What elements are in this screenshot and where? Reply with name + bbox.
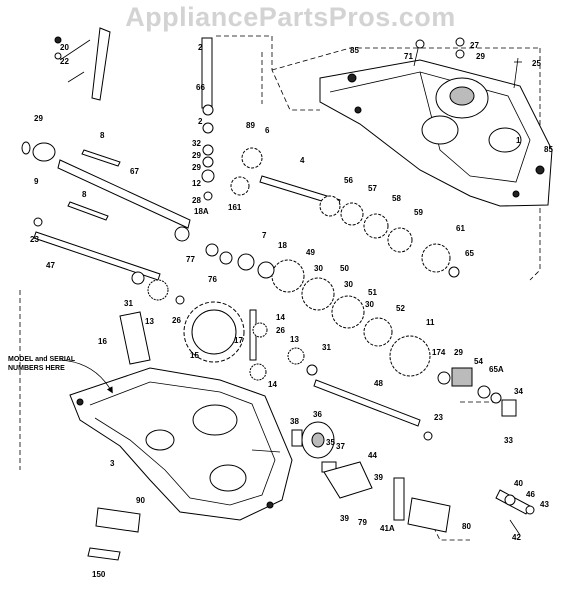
part-label-161: 161 — [228, 203, 242, 212]
part-label-37: 37 — [336, 442, 345, 451]
part-label-9: 9 — [34, 177, 39, 186]
part-label-33: 33 — [504, 436, 513, 445]
part-label-38: 38 — [290, 417, 299, 426]
model-serial-note-line2: NUMBERS HERE — [8, 365, 65, 372]
part-label-31b: 31 — [322, 343, 331, 352]
part-label-80: 80 — [462, 522, 471, 531]
part-label-26b: 26 — [276, 326, 285, 335]
part-label-36: 36 — [313, 410, 322, 419]
part-label-85b: 85 — [544, 145, 553, 154]
gears — [147, 147, 451, 381]
part-label-26a: 26 — [172, 316, 181, 325]
part-label-22: 22 — [60, 57, 69, 66]
part-label-31a: 31 — [124, 299, 133, 308]
part-label-56: 56 — [344, 176, 353, 185]
part-label-40: 40 — [514, 479, 523, 488]
part-label-76: 76 — [208, 275, 217, 284]
part-label-29a: 29 — [192, 151, 201, 160]
lower-case-housing — [69, 367, 293, 521]
part-label-89: 89 — [246, 121, 255, 130]
part-label-20: 20 — [60, 43, 69, 52]
part-label-65A: 65A — [489, 365, 504, 374]
part-label-29b: 29 — [192, 163, 201, 172]
part-label-15: 15 — [190, 351, 199, 360]
part-label-13a: 13 — [145, 317, 154, 326]
part-label-90: 90 — [136, 496, 145, 505]
part-label-54: 54 — [474, 357, 483, 366]
part-label-41A: 41A — [380, 524, 395, 533]
part-label-8b: 8 — [82, 190, 87, 199]
part-label-57: 57 — [368, 184, 377, 193]
part-label-18: 18 — [278, 241, 287, 250]
part-label-29e: 29 — [454, 348, 463, 357]
watermark: AppliancePartsPros.com — [125, 2, 456, 32]
part-label-13b: 13 — [290, 335, 299, 344]
brake-assembly — [291, 421, 535, 536]
part-label-58: 58 — [392, 194, 401, 203]
part-label-4: 4 — [300, 156, 305, 165]
part-label-43: 43 — [540, 500, 549, 509]
part-label-49: 49 — [306, 248, 315, 257]
part-label-47: 47 — [46, 261, 55, 270]
part-label-59: 59 — [414, 208, 423, 217]
part-label-29c: 29 — [476, 52, 485, 61]
part-label-28: 28 — [192, 196, 201, 205]
part-label-51: 51 — [368, 288, 377, 297]
part-label-23a: 23 — [30, 235, 39, 244]
part-label-27: 27 — [470, 41, 479, 50]
part-label-39b: 39 — [340, 514, 349, 523]
part-label-32: 32 — [192, 139, 201, 148]
part-label-35: 35 — [326, 438, 335, 447]
part-label-46: 46 — [526, 490, 535, 499]
part-label-2b: 2 — [198, 117, 203, 126]
part-label-79: 79 — [358, 518, 367, 527]
upper-case-housing — [319, 39, 553, 207]
part-label-44: 44 — [368, 451, 377, 460]
part-label-150: 150 — [92, 570, 106, 579]
part-label-85a: 85 — [350, 46, 359, 55]
part-label-30a: 30 — [314, 264, 323, 273]
part-label-7: 7 — [262, 231, 267, 240]
part-label-50: 50 — [340, 264, 349, 273]
part-label-61: 61 — [456, 224, 465, 233]
part-label-48: 48 — [374, 379, 383, 388]
part-label-25: 25 — [532, 59, 541, 68]
part-label-3: 3 — [110, 459, 115, 468]
part-label-23b: 23 — [434, 413, 443, 422]
part-label-77: 77 — [186, 255, 195, 264]
part-label-34: 34 — [514, 387, 523, 396]
part-label-8a: 8 — [100, 131, 105, 140]
part-label-11: 11 — [426, 318, 435, 327]
part-label-1: 1 — [516, 136, 521, 145]
part-label-42: 42 — [512, 533, 521, 542]
part-label-52: 52 — [396, 304, 405, 313]
washers-and-bearings — [21, 36, 517, 441]
misc-parts — [59, 149, 151, 561]
part-number-callouts: 2022266232292912288961614565758596165857… — [30, 41, 553, 579]
part-label-71: 71 — [404, 52, 413, 61]
part-label-39a: 39 — [374, 473, 383, 482]
part-label-2a: 2 — [198, 43, 203, 52]
part-label-12: 12 — [192, 179, 201, 188]
part-label-66: 66 — [196, 83, 205, 92]
part-label-17: 17 — [234, 336, 243, 345]
part-label-14a: 14 — [276, 313, 285, 322]
shafts — [33, 27, 421, 427]
part-label-174: 174 — [432, 348, 446, 357]
part-label-29d: 29 — [34, 114, 43, 123]
part-label-30c: 30 — [365, 300, 374, 309]
model-serial-note-line1: MODEL and SERIAL — [8, 356, 76, 363]
part-label-14b: 14 — [268, 380, 277, 389]
part-label-16: 16 — [98, 337, 107, 346]
part-label-6: 6 — [265, 126, 270, 135]
part-label-67: 67 — [130, 167, 139, 176]
part-label-65: 65 — [465, 249, 474, 258]
part-label-18A: 18A — [194, 207, 209, 216]
part-label-30b: 30 — [344, 280, 353, 289]
